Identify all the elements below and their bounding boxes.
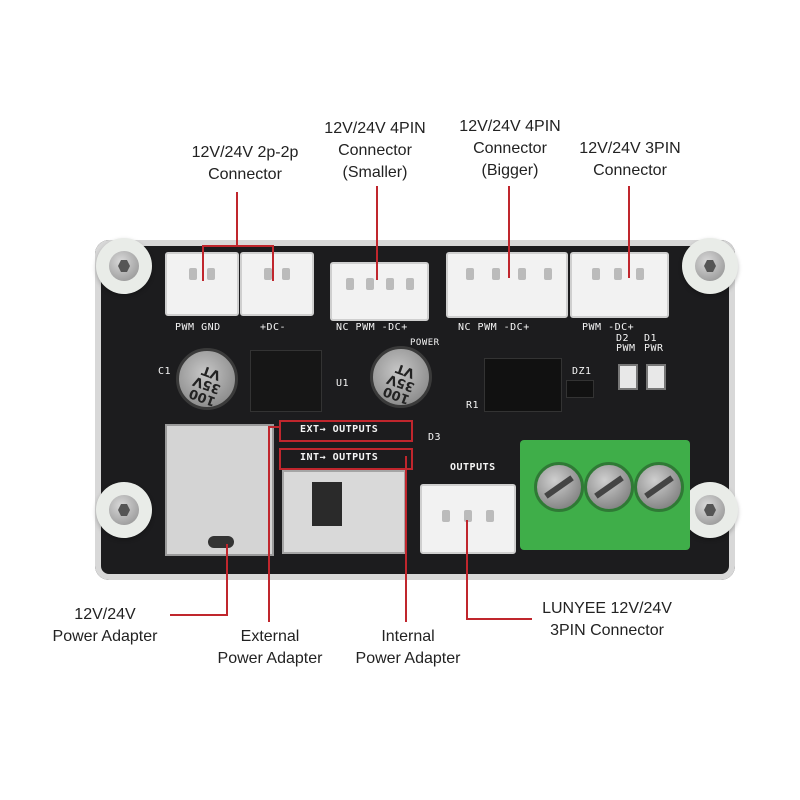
silk-d1-pwr: D1 PWR <box>644 333 664 354</box>
callout-2p2p-connector: 12V/24V 2p-2p Connector <box>191 144 299 183</box>
pin <box>466 268 474 280</box>
pin <box>366 278 374 290</box>
silk-dz1: DZ1 <box>572 366 592 377</box>
silk-ext-outputs: EXT→ OUTPUTS <box>300 424 379 435</box>
callout-line <box>226 544 228 616</box>
dc-jack-hole <box>208 536 234 548</box>
callout-line <box>268 426 270 622</box>
ic-chip-small <box>566 380 594 398</box>
callout-3pin-connector: 12V/24V 3PIN Connector <box>579 140 681 179</box>
connector-3pin-top <box>570 252 669 318</box>
standoff-bottom-right <box>682 482 738 538</box>
highlight-ext <box>279 420 413 442</box>
silk-power: POWER <box>410 338 440 348</box>
capacitor-c1: 100 35V VT <box>176 348 238 410</box>
slide-switch[interactable] <box>282 470 406 554</box>
silk-d3: D3 <box>428 432 442 443</box>
silk-nc-pwm-dc-big: NC PWM -DC+ <box>458 322 530 333</box>
pin <box>636 268 644 280</box>
callout-line <box>202 245 204 281</box>
silk-d2-pwm: D2 PWM <box>616 333 636 354</box>
pin <box>282 268 290 280</box>
terminal-screw-icon <box>584 462 634 512</box>
callout-line <box>628 186 630 278</box>
pin <box>264 268 272 280</box>
ic-chip <box>484 358 562 412</box>
callout-line <box>202 245 274 247</box>
callout-4pin-small-connector: 12V/24V 4PIN Connector (Smaller) <box>324 120 426 181</box>
standoff-top-left <box>96 238 152 294</box>
silk-nc-pwm-dc-small: NC PWM -DC+ <box>336 322 408 333</box>
silk-u1: U1 <box>336 378 350 389</box>
led-d2 <box>618 364 638 390</box>
pin <box>406 278 414 290</box>
callout-line <box>272 245 274 281</box>
screw-terminal-block <box>520 440 690 550</box>
capacitor-u1: 100 35V VT <box>370 346 432 408</box>
pin <box>442 510 450 522</box>
silk-int-outputs: INT→ OUTPUTS <box>300 452 379 463</box>
connector-4pin-big <box>446 252 568 318</box>
standoff-bottom-left <box>96 482 152 538</box>
silk-r1: R1 <box>466 400 480 411</box>
capacitor-label: 100 35V VT <box>187 361 223 409</box>
silk-pwm-dc: PWM -DC+ <box>582 322 635 333</box>
slide-switch-knob[interactable] <box>312 482 342 526</box>
connector-2p-right <box>240 252 314 316</box>
dc-power-jack <box>165 424 274 556</box>
pin <box>346 278 354 290</box>
standoff-top-right <box>682 238 738 294</box>
pin <box>207 268 215 280</box>
terminal-screw-icon <box>534 462 584 512</box>
screw-icon <box>695 495 725 525</box>
pin <box>486 510 494 522</box>
callout-4pin-big-connector: 12V/24V 4PIN Connector (Bigger) <box>459 118 561 179</box>
silk-pwm-gnd: PWM GND <box>175 322 221 333</box>
callout-line <box>170 614 228 616</box>
callout-line <box>268 426 280 428</box>
callout-lunyee-connector: LUNYEE 12V/24V 3PIN Connector <box>542 600 672 639</box>
pin <box>386 278 394 290</box>
silk-outputs: OUTPUTS <box>450 462 496 473</box>
pin <box>464 510 472 522</box>
pin <box>492 268 500 280</box>
callout-internal-power: Internal Power Adapter <box>355 628 461 667</box>
connector-3pin-outputs <box>420 484 516 554</box>
screw-icon <box>695 251 725 281</box>
highlight-int <box>279 448 413 470</box>
callout-line <box>376 186 378 280</box>
pin <box>592 268 600 280</box>
callout-line <box>466 520 468 620</box>
silk-c1: C1 <box>158 366 172 377</box>
capacitor-label: 100 35V VT <box>381 359 417 407</box>
callout-line <box>466 618 532 620</box>
pin <box>189 268 197 280</box>
pin <box>544 268 552 280</box>
callout-power-adapter: 12V/24V Power Adapter <box>52 606 158 645</box>
callout-line <box>236 192 238 246</box>
pin <box>518 268 526 280</box>
pin <box>614 268 622 280</box>
terminal-screw-icon <box>634 462 684 512</box>
screw-icon <box>109 251 139 281</box>
connector-4pin-small <box>330 262 429 321</box>
callout-line <box>508 186 510 278</box>
screw-icon <box>109 495 139 525</box>
callout-line <box>405 456 407 622</box>
led-d1 <box>646 364 666 390</box>
silk-dc: +DC- <box>260 322 287 333</box>
voltage-regulator <box>250 350 322 412</box>
callout-external-power: External Power Adapter <box>217 628 323 667</box>
